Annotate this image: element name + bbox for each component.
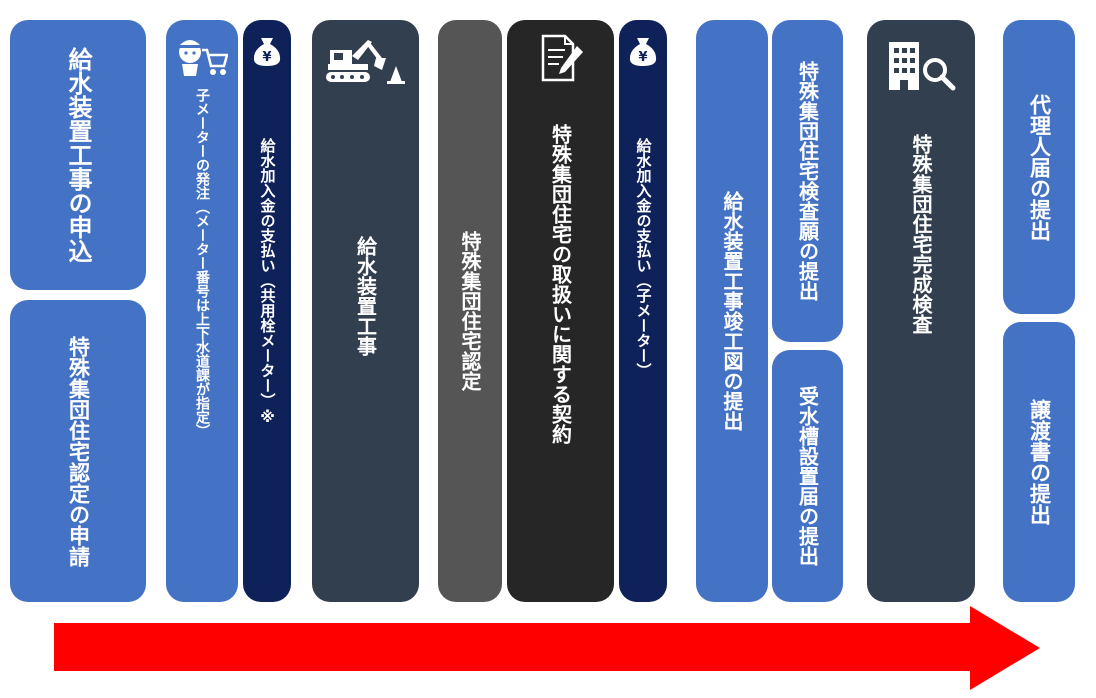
step-fee-child-label: 給水加入金の支払い（子メーター） <box>634 138 653 378</box>
step-agent-notice: 代理人届の提出 <box>1003 20 1075 314</box>
step-fee-shared-label: 給水加入金の支払い（共用栓メーター）※ <box>258 138 277 426</box>
excavator-icon <box>325 40 405 84</box>
money-bag-yen-icon: ¥ <box>253 38 281 66</box>
step-as-built: 給水装置工事竣工図の提出 <box>696 20 768 602</box>
step-final-inspection: 特殊集団住宅完成検査 <box>867 20 975 602</box>
step-certification: 特殊集団住宅認定 <box>438 20 502 602</box>
step-construction-label: 給水装置工事 <box>353 236 378 356</box>
step-apply-cert: 特殊集団住宅認定の申請 <box>10 300 146 602</box>
step-fee-shared: ¥ 給水加入金の支払い（共用栓メーター）※ <box>243 20 291 602</box>
step-apply-cert-label: 特殊集団住宅認定の申請 <box>66 335 91 567</box>
step-contract: 特殊集団住宅の取扱いに関する契約 <box>507 20 614 602</box>
step-transfer-doc-label: 譲渡書の提出 <box>1027 399 1052 525</box>
step-inspection-request: 特殊集団住宅検査願の提出 <box>772 20 843 342</box>
step-fee-child: ¥ 給水加入金の支払い（子メーター） <box>619 20 667 602</box>
step-certification-label: 特殊集団住宅認定 <box>458 231 482 391</box>
step-transfer-doc: 譲渡書の提出 <box>1003 322 1075 602</box>
building-search-icon <box>889 42 956 91</box>
step-apply-work: 給水装置工事の申込 <box>10 20 146 290</box>
worker-cart-icon <box>178 40 228 76</box>
svg-text:¥: ¥ <box>638 50 647 65</box>
step-construction: 給水装置工事 <box>312 20 419 602</box>
step-meter-order-label: 子メーターの発注（メーター番号は上下水道課が指定） <box>194 88 210 438</box>
step-meter-order: 子メーターの発注（メーター番号は上下水道課が指定） <box>166 20 238 602</box>
step-tank-notice-label: 受水槽設置届の提出 <box>795 386 820 566</box>
step-apply-work-label: 給水装置工事の申込 <box>64 47 92 263</box>
document-pen-icon <box>541 34 583 82</box>
step-as-built-label: 給水装置工事竣工図の提出 <box>720 191 744 431</box>
step-agent-notice-label: 代理人届の提出 <box>1027 93 1052 241</box>
flow-arrow-shape <box>54 606 1040 690</box>
step-contract-label: 特殊集団住宅の取扱いに関する契約 <box>548 124 573 444</box>
step-inspection-request-label: 特殊集団住宅検査願の提出 <box>795 61 820 301</box>
step-tank-notice: 受水槽設置届の提出 <box>772 350 843 602</box>
svg-text:¥: ¥ <box>262 50 271 65</box>
step-final-inspection-label: 特殊集団住宅完成検査 <box>909 134 933 334</box>
money-bag-yen-icon: ¥ <box>629 38 657 66</box>
